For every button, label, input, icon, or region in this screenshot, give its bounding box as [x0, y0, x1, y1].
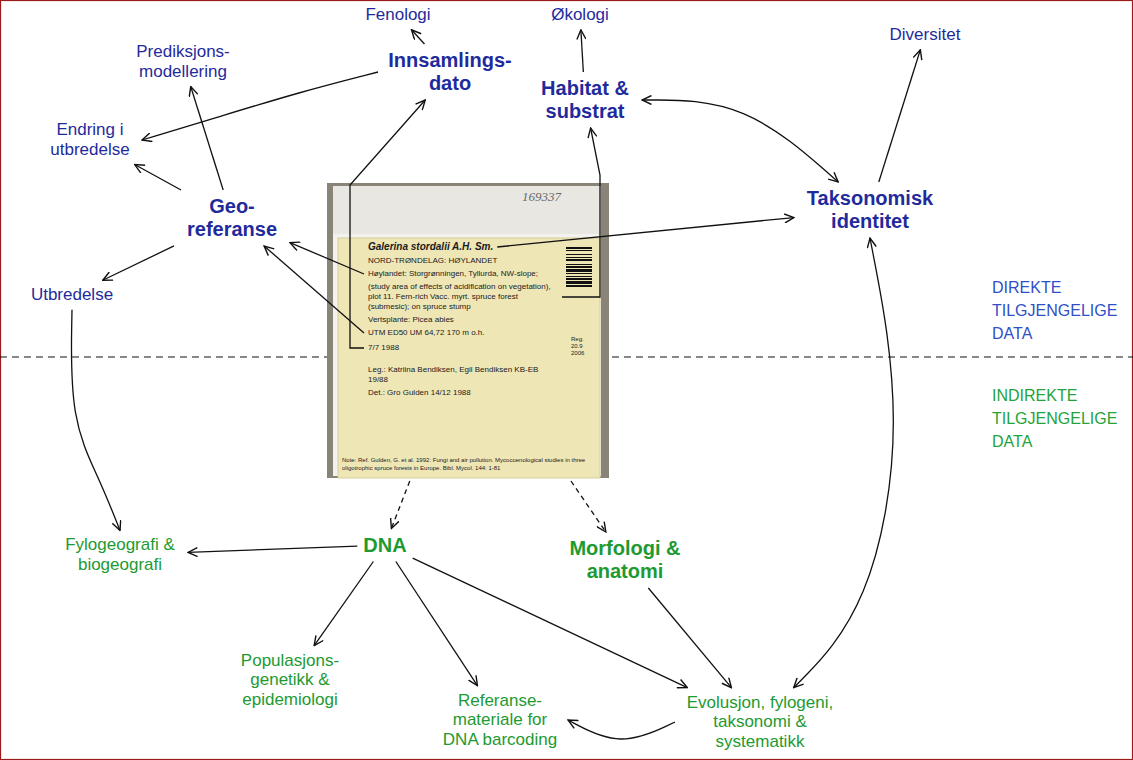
- connector-arrow: [314, 562, 373, 646]
- label-card-text: Det.: Gro Gulden 14/12 1988: [368, 388, 471, 398]
- barcode-bar: [566, 278, 592, 280]
- node-text: Geo- referanse: [180, 195, 284, 241]
- concept-label: Populasjons- genetikk & epidemiologi: [232, 649, 348, 712]
- connector-arrow: [290, 243, 364, 274]
- node-text: DNA: [363, 534, 406, 557]
- specimen-photo: 169337Galerina stordalii A.H. Sm. Høyland…: [327, 183, 609, 478]
- connector-arrow: [396, 562, 478, 686]
- concept-label: Taksonomisk identitet: [797, 185, 943, 235]
- band-caption: INDIREKTE TILGJENGELIGE DATA: [992, 384, 1124, 454]
- node-text: (study area of effects of acidification …: [368, 282, 558, 312]
- paper-fold: [333, 186, 601, 234]
- barcode-bar: [566, 276, 592, 277]
- connector-arrow: [188, 546, 357, 552]
- node-text: Høylandet: Storgrønningen, Tyllurda, NW-…: [368, 269, 538, 279]
- label-card-text: Reg. 20.9 2006: [571, 336, 597, 358]
- connector-arrow: [411, 30, 424, 44]
- connector-arrow: [191, 87, 223, 190]
- label-card-text: NORD-TRØNDELAG: HØYLANDET: [368, 256, 497, 266]
- node-text: Fenologi: [365, 5, 430, 25]
- node-text: Populasjons- genetikk & epidemiologi: [235, 651, 345, 710]
- node-text: UTM ED50 UM 64,72 170 m o.h.: [368, 328, 485, 338]
- node-text: Galerina stordalii A.H. Sm.: [368, 241, 493, 253]
- concept-label: Referanse- materiale for DNA barcoding: [435, 689, 565, 752]
- connector-arrow: [142, 72, 378, 140]
- connector-arrow: [648, 588, 731, 688]
- node-text: Habitat & substrat: [534, 77, 636, 123]
- label-card-text: Leg.: Katriina Bendiksen, Egil Bendiksen…: [368, 365, 558, 385]
- node-text: Referanse- materiale for DNA barcoding: [438, 691, 562, 750]
- node-text: Endring i utbredelse: [44, 120, 136, 159]
- specimen-label-card: [338, 238, 600, 478]
- concept-label: Utbredelse: [28, 283, 116, 307]
- concept-label: Diversitet: [887, 23, 964, 47]
- barcode-bar: [566, 264, 592, 265]
- barcode-bar: [566, 269, 592, 272]
- connector-arrow: [642, 100, 838, 182]
- label-card-text: Note: Ref. Gulden, G. et al. 1992: Fungi…: [342, 457, 592, 472]
- connector-arrow: [794, 238, 894, 688]
- concept-label: Endring i utbredelse: [41, 118, 139, 161]
- barcode-bar: [566, 285, 592, 287]
- concept-label: Evolusjon, fylogeni, taksonomi & systema…: [678, 691, 842, 754]
- concept-label: Geo- referanse: [177, 193, 287, 243]
- node-text: Taksonomisk identitet: [800, 187, 940, 233]
- concept-label: Prediksjons- modellering: [125, 40, 241, 83]
- node-text: Morfologi & anatomi: [565, 537, 685, 583]
- connector-arrow: [497, 218, 794, 247]
- label-line: (study area of effects of acidification …: [367, 282, 559, 312]
- node-text: Evolusjon, fylogeni, taksonomi & systema…: [681, 693, 839, 752]
- specimen-number: 169337: [522, 189, 561, 205]
- photo-ground: [327, 183, 609, 478]
- barcode-bar: [566, 281, 592, 284]
- concept-label: Økologi: [548, 3, 612, 27]
- concept-label: Fylogeografi & biogeografi: [55, 533, 185, 576]
- node-text: 7/7 1988: [368, 343, 399, 353]
- connector-arrow: [879, 50, 921, 182]
- node-text: Innsamlings- dato: [384, 49, 516, 95]
- node-text: Økologi: [551, 5, 609, 25]
- barcode-bar: [566, 257, 592, 258]
- connector-arrow: [264, 246, 364, 333]
- connector-arrow: [135, 165, 181, 190]
- concept-label: Fenologi: [362, 3, 433, 27]
- node-text: Diversitet: [890, 25, 961, 45]
- band-caption: DIREKTE TILGJENGELIGE DATA: [992, 276, 1124, 346]
- connector-arrow: [562, 128, 600, 297]
- barcode-symbol: [566, 247, 592, 287]
- connector-arrow: [71, 310, 120, 531]
- label-card-text: Vertsplante: Picea abies: [368, 315, 454, 325]
- connector-arrow: [568, 720, 675, 739]
- barcode-bar: [566, 250, 592, 251]
- barcode-bar: [566, 259, 592, 261]
- barcode-bar: [566, 273, 592, 274]
- concept-label: Morfologi & anatomi: [562, 535, 688, 585]
- barcode-bar: [566, 247, 592, 249]
- node-text: Prediksjons- modellering: [128, 42, 238, 81]
- connector-arrow: [103, 246, 174, 280]
- node-text: Utbredelse: [31, 285, 113, 305]
- concept-label: Innsamlings- dato: [381, 47, 519, 97]
- barcode-bar: [566, 266, 592, 268]
- label-line: Høylandet: Storgrønningen, Tyllurda, NW-…: [367, 269, 539, 279]
- dashed-arrow: [391, 481, 409, 529]
- label-line: Galerina stordalii A.H. Sm.: [367, 241, 494, 253]
- connector-arrow: [581, 30, 583, 72]
- dashed-arrow: [571, 481, 606, 532]
- label-line: UTM ED50 UM 64,72 170 m o.h.: [367, 328, 486, 338]
- concept-label: Habitat & substrat: [531, 75, 639, 125]
- concept-label: DNA: [360, 532, 409, 559]
- barcode-bar: [566, 254, 592, 255]
- node-text: Fylogeografi & biogeografi: [58, 535, 182, 574]
- label-line: 7/7 1988: [367, 343, 400, 353]
